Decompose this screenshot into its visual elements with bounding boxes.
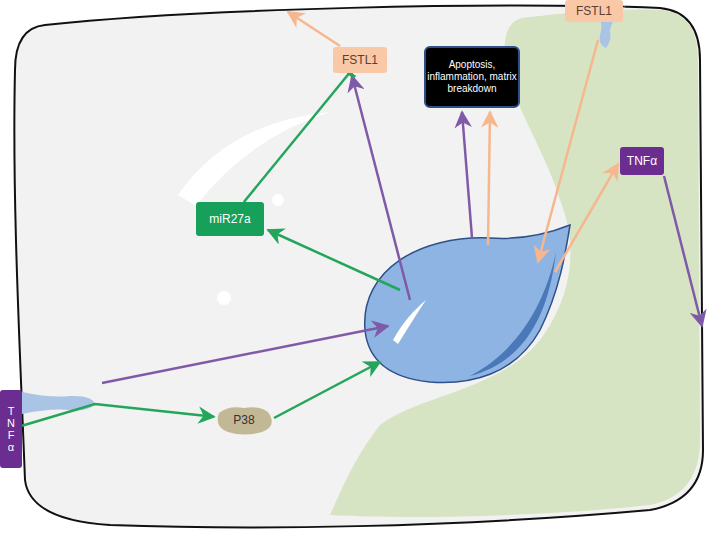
node-label: TNFα bbox=[6, 405, 17, 453]
secretion-arrow bbox=[288, 12, 340, 46]
effect-arrow bbox=[488, 112, 490, 245]
cytokine-box: TNFα bbox=[620, 147, 664, 175]
microrna-box: miR27a bbox=[196, 202, 264, 236]
signal-arrow bbox=[538, 40, 598, 262]
node-label: TNFα bbox=[627, 154, 657, 168]
connector bbox=[244, 73, 349, 202]
vesicle bbox=[272, 194, 284, 206]
signal-arrow bbox=[102, 326, 388, 383]
node-label: miR27a bbox=[209, 212, 250, 226]
expression-arrow bbox=[352, 76, 410, 300]
nuclear-fold bbox=[470, 252, 556, 376]
vesicle bbox=[217, 291, 231, 305]
outcome-box: Apoptosis, inflammation, matrix breakdow… bbox=[424, 46, 520, 108]
nuclear-highlight bbox=[393, 300, 426, 344]
node-label: Apoptosis, inflammation, matrix breakdow… bbox=[426, 59, 518, 95]
endoplasmic-region bbox=[330, 9, 700, 516]
cell-membrane bbox=[14, 6, 703, 528]
signal-arrow bbox=[274, 362, 380, 418]
node-label: P38 bbox=[233, 413, 254, 427]
secreted-protein: FSTL1 bbox=[565, 0, 623, 22]
kinase-blob: P38 bbox=[214, 405, 274, 435]
secretion-arrow bbox=[664, 176, 702, 326]
node-label: FSTL1 bbox=[576, 4, 612, 18]
protein-box: FSTL1 bbox=[333, 47, 387, 73]
expression-arrow bbox=[555, 164, 618, 272]
connector bbox=[22, 404, 214, 426]
cytokine-box: TNFα bbox=[0, 390, 22, 468]
receptor bbox=[22, 392, 95, 414]
node-label: FSTL1 bbox=[342, 53, 378, 67]
effect-arrow bbox=[462, 112, 472, 238]
expression-arrow bbox=[268, 230, 400, 290]
signal-arrows bbox=[102, 12, 702, 418]
